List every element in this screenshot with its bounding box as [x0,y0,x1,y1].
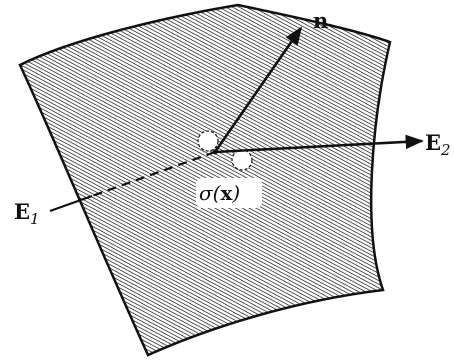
point-neighborhood-lower [231,149,253,171]
e1-axis-solid [49,194,93,213]
surface-point [212,149,218,155]
e2-label: E2 [425,130,451,159]
e2-vector-arrow [214,134,424,154]
e1-axis-dashed [91,150,216,198]
point-neighborhood-upper [197,130,219,152]
e1-label: E1 [14,199,40,228]
normal-label: n [313,8,328,33]
sigma-x-label: σ(x) [199,181,240,205]
normal-vector-arrow [213,26,303,153]
sigma-label-backdrop [196,178,262,208]
